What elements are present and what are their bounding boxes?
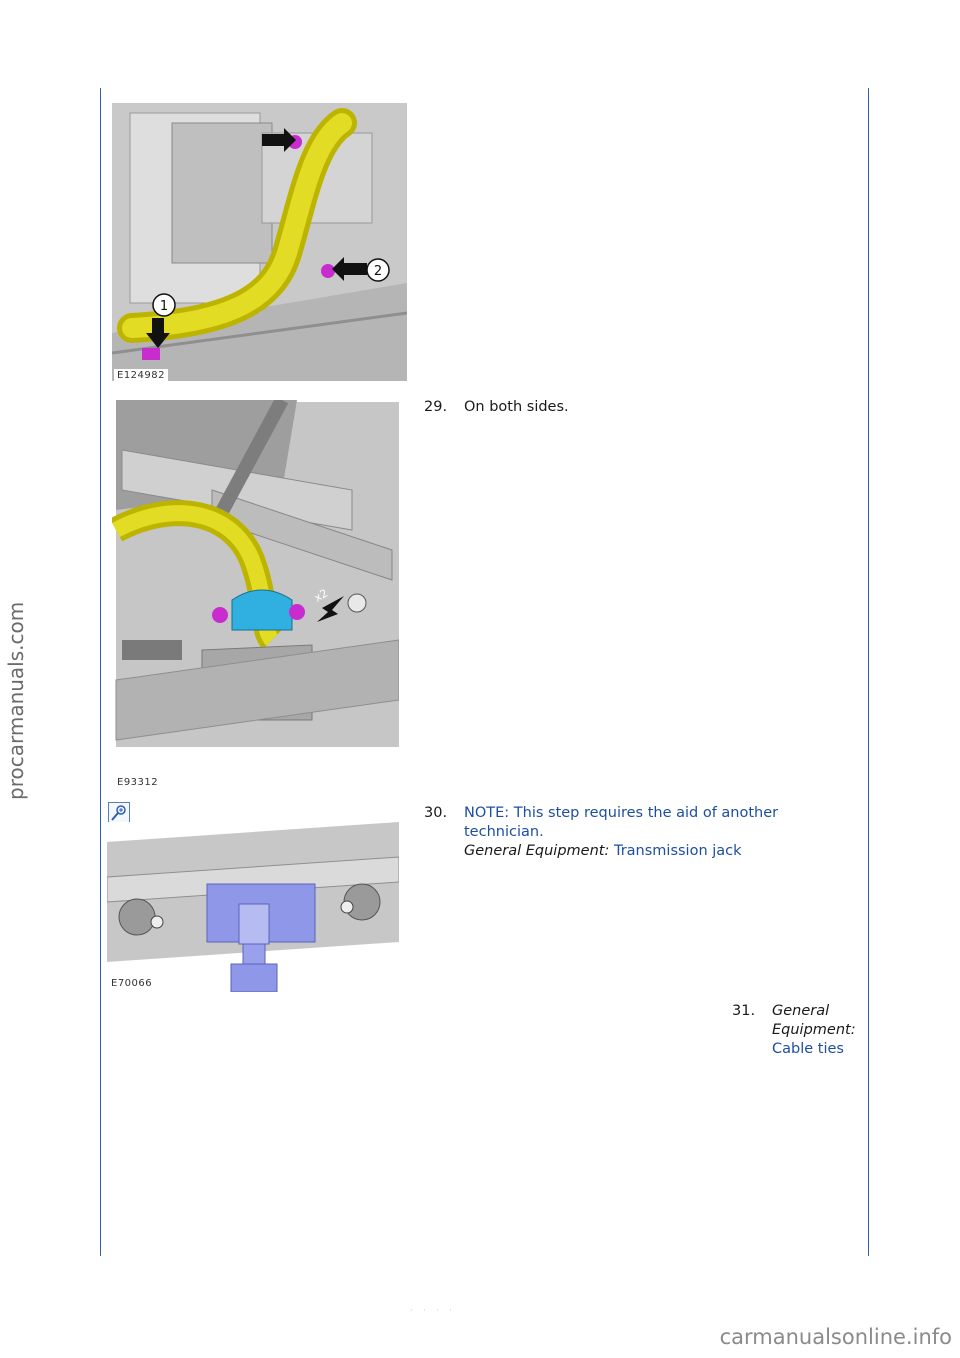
equipment-label-line1: General xyxy=(772,1003,830,1019)
right-margin-rule xyxy=(868,88,869,1256)
callout-2: 2 xyxy=(374,264,382,279)
figure-e124982: 2 1 E124982 xyxy=(112,103,407,381)
step-29: 29. On both sides. xyxy=(424,398,844,418)
step-text: On both sides. xyxy=(464,399,569,415)
equipment-label: General Equipment: xyxy=(464,843,610,859)
step-30: 30. NOTE: This step requires the aid of … xyxy=(424,804,844,868)
callout-1: 1 xyxy=(160,299,168,314)
footer-watermark: carmanualsonline.info xyxy=(719,1325,952,1349)
illustration-transmission-jack xyxy=(107,822,399,992)
figure-e93312: x2 E93312 xyxy=(112,400,399,795)
step-number: 31. xyxy=(732,1003,756,1019)
figure-e70066: E70066 xyxy=(107,822,399,992)
equipment-label-line2: Equipment: xyxy=(772,1022,856,1038)
illustration-stabilizer-bar-connection: 2 1 xyxy=(112,103,407,381)
figure-id-label: E70066 xyxy=(108,977,156,990)
left-margin-rule xyxy=(100,88,101,1256)
step-note: NOTE: This step requires the aid of anot… xyxy=(464,805,779,840)
illustration-stabilizer-bar-clamp: x2 xyxy=(112,400,399,747)
page-number-faint: · · · · xyxy=(410,1306,456,1315)
equipment-link-cable-ties[interactable]: Cable ties xyxy=(772,1041,844,1057)
step-number: 29. xyxy=(424,399,448,415)
step-31: 31. General Equipment: Cable ties xyxy=(732,1002,868,1062)
zoom-magnifier-icon[interactable] xyxy=(108,802,130,824)
equipment-link-transmission-jack[interactable]: Transmission jack xyxy=(613,843,742,859)
figure-id-label: E124982 xyxy=(114,369,168,381)
side-watermark: procarmanuals.com xyxy=(4,601,28,800)
figure-id-label: E93312 xyxy=(114,776,162,789)
step-number: 30. xyxy=(424,805,448,821)
callout-x2: x2 xyxy=(312,587,330,605)
